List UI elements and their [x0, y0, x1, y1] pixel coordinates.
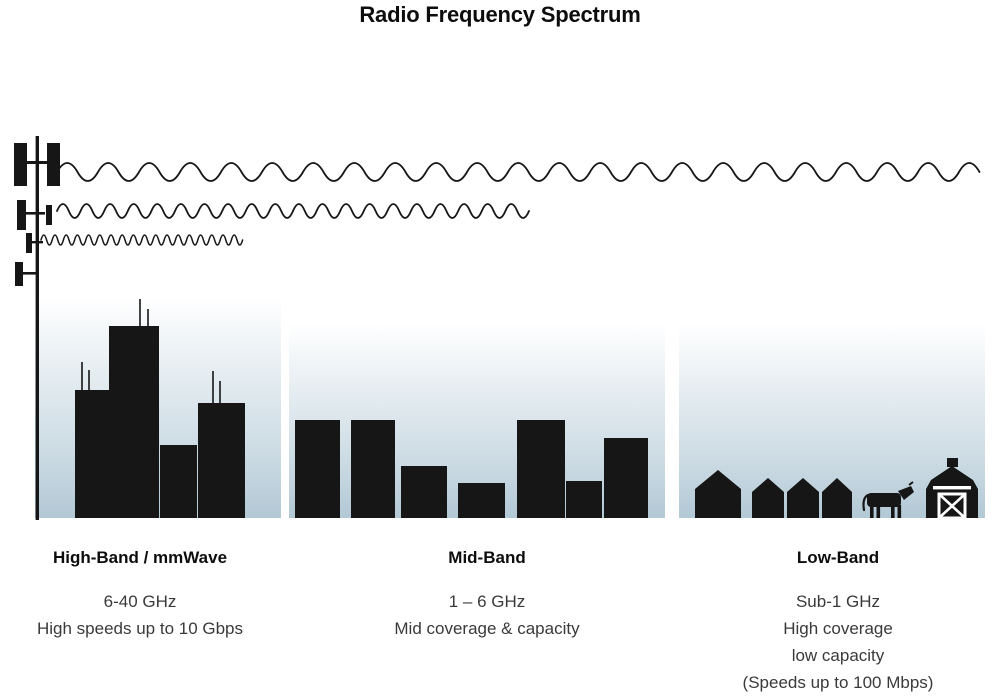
rural-farm-icon	[695, 458, 978, 520]
high-frequency-wave-icon	[40, 234, 244, 246]
mid-band-caption: Mid-Band 1 – 6 GHz Mid coverage & capaci…	[337, 548, 637, 642]
low-band-description: High coverage	[783, 619, 893, 638]
cow-icon	[862, 481, 914, 518]
low-frequency-wave-icon	[56, 162, 981, 182]
midband-buildings-icon	[295, 420, 648, 518]
high-band-description: High speeds up to 10 Gbps	[36, 619, 244, 638]
mid-frequency-wave-icon	[56, 203, 530, 219]
low-band-description: (Speeds up to 100 Mbps)	[742, 673, 934, 692]
house-icon	[822, 478, 852, 518]
low-band-description: low capacity	[791, 646, 885, 665]
mid-band-frequency: 1 – 6 GHz	[448, 592, 526, 611]
diagram-title: Radio Frequency Spectrum	[359, 2, 641, 27]
low-band-frequency: Sub-1 GHz	[795, 592, 881, 611]
high-band-frequency: 6-40 GHz	[103, 592, 177, 611]
house-icon	[752, 478, 784, 518]
city-skyline-icon	[75, 299, 245, 518]
low-band-heading: Low-Band	[796, 548, 880, 567]
barn-icon	[926, 458, 978, 520]
high-band-caption: High-Band / mmWave 6-40 GHz High speeds …	[15, 548, 265, 642]
high-band-heading: High-Band / mmWave	[52, 548, 228, 567]
low-band-caption: Low-Band Sub-1 GHz High coverage low cap…	[688, 548, 988, 696]
house-icon	[787, 478, 819, 518]
house-icon	[695, 470, 741, 518]
mid-band-description: Mid coverage & capacity	[394, 619, 580, 638]
mid-band-heading: Mid-Band	[448, 548, 526, 567]
cell-tower-icon	[14, 136, 60, 520]
